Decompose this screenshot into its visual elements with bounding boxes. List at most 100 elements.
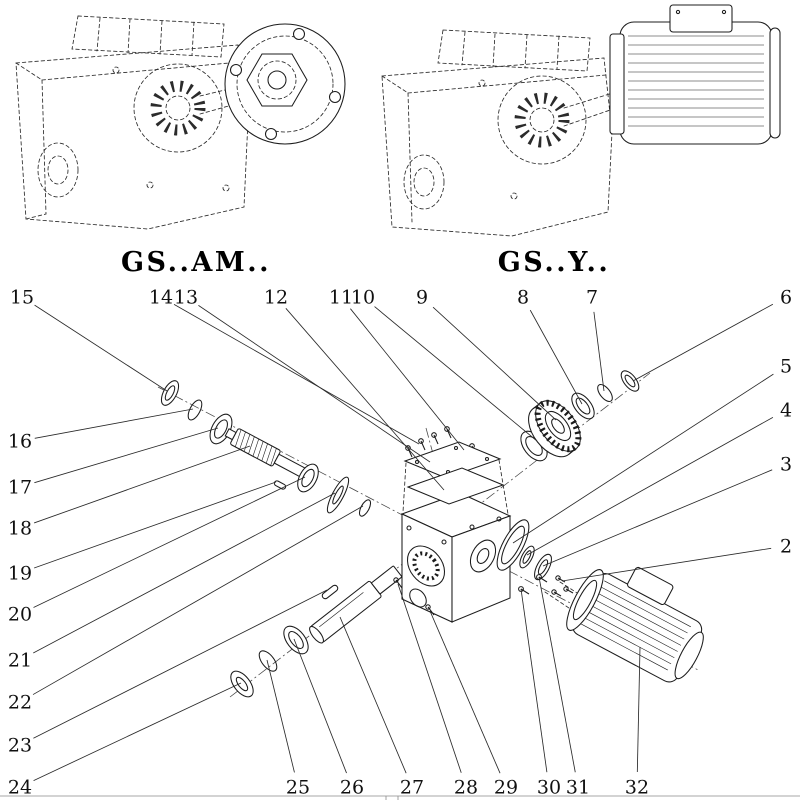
part-number-4: 4 <box>780 400 792 422</box>
output-key <box>321 584 339 600</box>
leader-line-23 <box>33 589 328 739</box>
spline-ticks <box>150 80 206 136</box>
motor-front-flange <box>609 33 625 135</box>
motor-bolts <box>551 575 574 597</box>
leader-line-12 <box>285 308 445 491</box>
leader-line-7 <box>593 311 605 392</box>
leader-line-3 <box>542 469 773 567</box>
motor-front-flange <box>566 569 604 631</box>
leader-line-30 <box>520 588 548 773</box>
retaining-ring <box>187 399 203 421</box>
part-number-32: 32 <box>625 777 649 799</box>
leader-line-28 <box>397 583 462 773</box>
output-snap-ring <box>258 650 278 672</box>
flange-bolt-a <box>518 586 530 595</box>
shim-washer <box>326 476 350 514</box>
electric-motor <box>609 4 781 145</box>
part-number-11: 11 <box>329 287 353 309</box>
part-number-7: 7 <box>586 287 598 309</box>
part-number-18: 18 <box>8 518 32 540</box>
leader-line-20 <box>33 476 306 608</box>
drive-motor <box>566 566 704 683</box>
leader-line-17 <box>34 427 219 484</box>
wheel-snap-ring <box>597 384 613 402</box>
flange-bolt-b <box>536 574 548 583</box>
part-number-2: 2 <box>780 536 792 558</box>
part-number-23: 23 <box>8 735 32 757</box>
part-number-20: 20 <box>8 604 32 626</box>
leader-line-26 <box>293 638 347 774</box>
motor-rear-cap <box>769 27 781 139</box>
motor-flange-gasket <box>496 519 530 571</box>
leader-line-4 <box>526 416 774 556</box>
output-flange <box>224 23 346 145</box>
part-number-24: 24 <box>8 777 32 799</box>
leader-line-6 <box>632 303 774 382</box>
input-bore-circle <box>133 63 223 153</box>
variant-left-label: GS..AM.. <box>121 247 271 278</box>
gearbox-flange-drawing <box>15 15 346 230</box>
leader-line-19 <box>33 481 277 569</box>
leader-line-2 <box>561 547 772 582</box>
part-number-17: 17 <box>8 477 32 499</box>
leader-line-5 <box>512 373 774 544</box>
worm-shaft <box>224 428 316 482</box>
spline-ticks <box>514 92 570 148</box>
leader-line-31 <box>538 576 576 773</box>
leader-line-22 <box>32 505 364 695</box>
part-number-16: 16 <box>8 431 32 453</box>
leader-line-9 <box>432 306 557 421</box>
leader-line-16 <box>34 408 194 439</box>
gearbox-motor-drawing <box>381 4 781 237</box>
motor-ring <box>534 553 552 581</box>
motor-boss <box>469 539 497 573</box>
part-number-13: 13 <box>174 287 198 309</box>
part-number-28: 28 <box>454 777 478 799</box>
end-seal-ring <box>620 370 640 392</box>
part-number-5: 5 <box>780 356 792 378</box>
leader-line-21 <box>33 492 336 654</box>
cover-gasket <box>406 467 505 505</box>
part-number-14: 14 <box>149 287 173 309</box>
oil-seal <box>160 380 180 406</box>
leader-line-14 <box>173 304 420 445</box>
leader-line-11 <box>350 308 465 451</box>
housing-screw-b <box>425 604 435 616</box>
part-number-15: 15 <box>10 287 34 309</box>
motor-terminal-box <box>669 4 733 33</box>
drawing-frame-edge <box>0 795 800 800</box>
exploded-view <box>157 370 704 698</box>
leader-line-27 <box>339 616 407 774</box>
part-number-25: 25 <box>286 777 310 799</box>
leader-line-32 <box>636 646 641 773</box>
part-number-12: 12 <box>264 287 288 309</box>
output-bearing <box>283 625 309 655</box>
leader-line-24 <box>33 682 242 781</box>
part-number-3: 3 <box>780 454 792 476</box>
output-washer <box>230 670 254 698</box>
part-number-21: 21 <box>8 650 32 672</box>
worm-bearing <box>297 463 319 493</box>
output-bore <box>403 154 445 210</box>
leader-line-25 <box>266 659 295 773</box>
output-shaft <box>309 565 403 644</box>
part-number-26: 26 <box>340 777 364 799</box>
leader-line-8 <box>529 309 583 405</box>
leader-line-15 <box>34 304 168 392</box>
motor-rear-cap <box>674 631 704 680</box>
housing-screw-a <box>393 577 403 589</box>
part-number-29: 29 <box>494 777 518 799</box>
leader-line-13 <box>198 305 431 463</box>
shaft-key-small <box>273 480 287 490</box>
leader-line-18 <box>33 445 251 524</box>
part-number-22: 22 <box>8 692 32 714</box>
part-number-6: 6 <box>780 287 792 309</box>
gear-housing <box>400 492 512 623</box>
part-number-19: 19 <box>8 563 32 585</box>
part-number-8: 8 <box>517 287 529 309</box>
variant-right-label: GS..Y.. <box>498 247 611 278</box>
input-bore-circle <box>497 75 587 165</box>
